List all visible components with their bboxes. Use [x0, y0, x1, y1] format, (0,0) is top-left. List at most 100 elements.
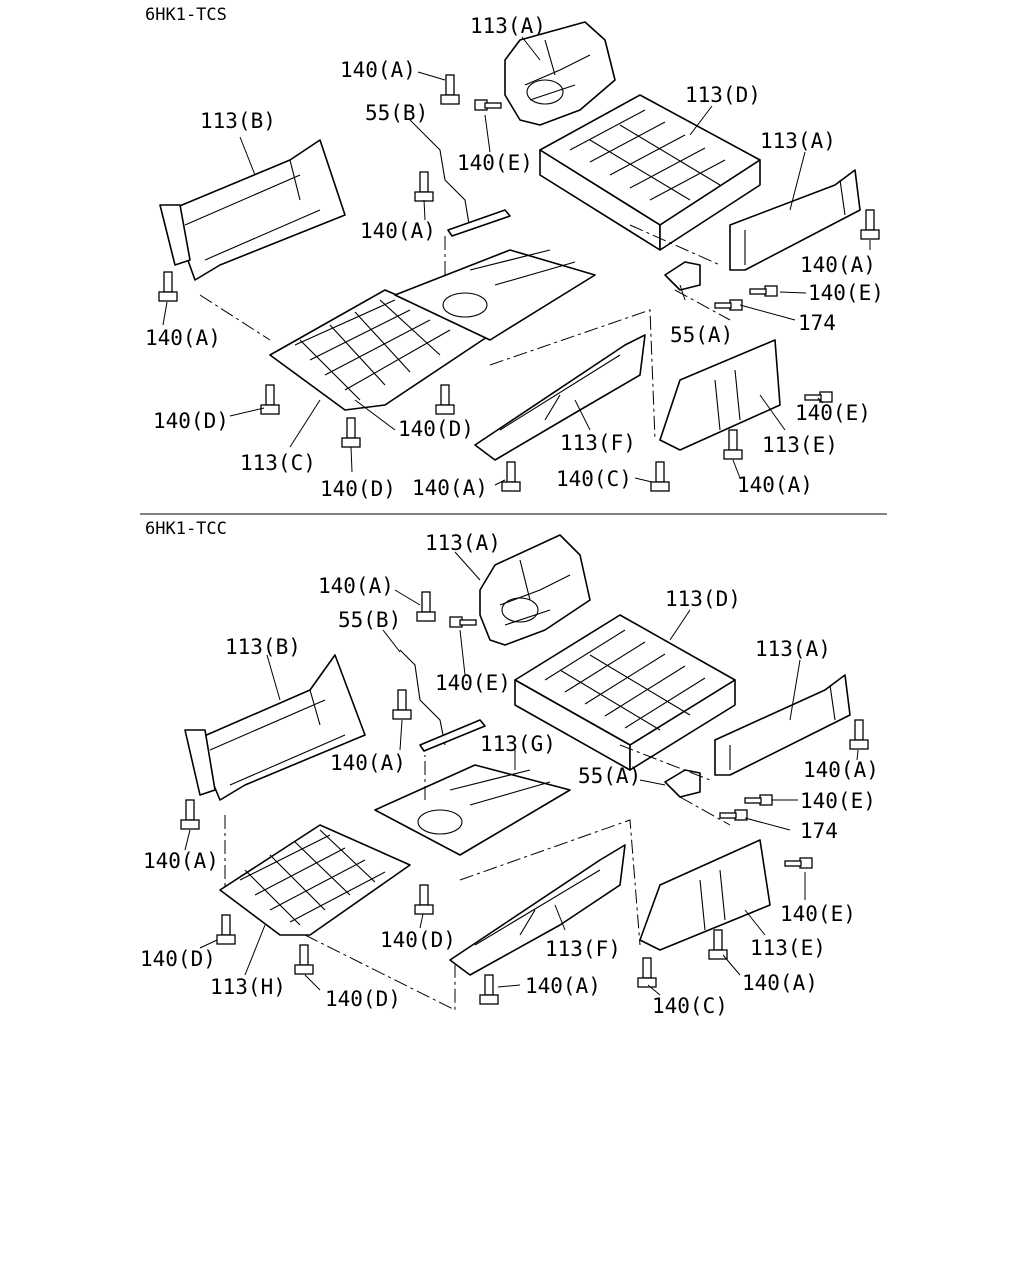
part-55a-tcs: [664, 261, 701, 291]
callout-55a: 55(A): [578, 764, 641, 788]
callout-113a-right: 113(A): [755, 637, 831, 661]
bolt-icon: [637, 957, 657, 988]
callout-140e-low: 140(E): [795, 401, 871, 425]
callout-113f: 113(F): [560, 431, 636, 455]
callout-174: 174: [800, 819, 838, 843]
callout-55a: 55(A): [670, 323, 733, 347]
assembly-line-tcs-5: [674, 289, 731, 321]
callout-140d-center: 140(D): [398, 417, 474, 441]
part-113a-top-tcs: [504, 21, 616, 126]
callout-140a-left: 140(A): [143, 849, 219, 873]
part-113c-tcs: [269, 249, 596, 411]
callout-113e: 113(E): [750, 936, 826, 960]
part-113d-tcc: [514, 614, 736, 771]
part-113e-tcs: [659, 339, 781, 451]
bolt-icon: [392, 689, 412, 720]
bolt-icon: [440, 74, 460, 105]
part-113h-tcc: [219, 824, 411, 936]
callout-140a-top: 140(A): [340, 58, 416, 82]
bolt-icon: [719, 809, 748, 821]
bolt-icon: [449, 616, 477, 628]
leader-lines-tcs: [162, 36, 871, 486]
callout-140a-top: 140(A): [318, 574, 394, 598]
bolt-icon: [723, 429, 743, 460]
part-113a-top-tcc: [479, 534, 591, 646]
bolts-tcc: [180, 591, 869, 1005]
bolt-icon: [414, 884, 434, 915]
callout-113b: 113(B): [200, 109, 276, 133]
part-113b-tcs: [159, 139, 346, 281]
assembly-line-tcc-5: [619, 744, 711, 781]
part-113a-right-tcc: [714, 674, 851, 776]
callout-140c: 140(C): [652, 994, 728, 1018]
callout-55b: 55(B): [365, 101, 428, 125]
assembly-line-tcs-1: [199, 294, 271, 341]
callout-113h: 113(H): [210, 975, 286, 999]
part-113f-tcc: [449, 844, 626, 976]
callout-140d-bottom: 140(D): [320, 477, 396, 501]
part-113b-tcc: [184, 654, 366, 801]
callout-174: 174: [798, 311, 836, 335]
callout-113d: 113(D): [665, 587, 741, 611]
bolt-icon: [294, 944, 314, 975]
callout-140d-center: 140(D): [380, 928, 456, 952]
bolt-icon: [749, 285, 778, 297]
assembly-line-tcs-3: [489, 309, 656, 441]
leader-lines-tcc: [184, 551, 859, 996]
callout-113c: 113(C): [240, 451, 316, 475]
section-title-tcs: 6HK1-TCS: [145, 5, 227, 25]
bolt-icon: [216, 914, 236, 945]
section-tcs: 6HK1-TCS: [145, 5, 884, 501]
bolt-icon: [744, 794, 773, 806]
callout-140e-right: 140(E): [808, 281, 884, 305]
callout-140e-top: 140(E): [457, 151, 533, 175]
assembly-line-tcc-4: [304, 934, 456, 1011]
callout-140a-mid: 140(A): [330, 751, 406, 775]
callout-140a-bottom: 140(A): [412, 476, 488, 500]
callout-140d-bottom: 140(D): [325, 987, 401, 1011]
callout-140a-right: 140(A): [803, 758, 879, 782]
bolt-icon: [501, 461, 521, 492]
callout-113b: 113(B): [225, 635, 301, 659]
callout-140c: 140(C): [556, 467, 632, 491]
assembly-line-tcc-6: [679, 796, 731, 826]
part-113f-tcs: [474, 334, 646, 461]
callout-140a-bottom: 140(A): [525, 974, 601, 998]
callout-113a-right: 113(A): [760, 129, 836, 153]
callout-140e-low: 140(E): [780, 902, 856, 926]
assembly-line-tcs-4: [629, 224, 721, 266]
part-55b-tcc: [399, 649, 486, 752]
callout-55b: 55(B): [338, 608, 401, 632]
callout-113f: 113(F): [545, 937, 621, 961]
callout-140a-right: 140(A): [800, 253, 876, 277]
assembly-line-tcc-3: [459, 819, 641, 946]
section-tcc: 6HK1-TCC: [140, 519, 879, 1018]
bolt-icon: [435, 384, 455, 415]
callout-113e: 113(E): [762, 433, 838, 457]
callout-140e-top: 140(E): [435, 671, 511, 695]
bolts-tcs: [158, 74, 880, 492]
section-title-tcc: 6HK1-TCC: [145, 519, 227, 539]
callout-140a-left: 140(A): [145, 326, 221, 350]
bolt-icon: [158, 271, 178, 302]
callout-140e-right: 140(E): [800, 789, 876, 813]
callout-140d-left: 140(D): [153, 409, 229, 433]
bolt-icon: [860, 209, 880, 240]
bolt-icon: [180, 799, 200, 830]
bolt-icon: [260, 384, 280, 415]
bolt-icon: [708, 929, 728, 960]
bolt-icon: [474, 99, 502, 111]
bolt-icon: [714, 299, 743, 311]
callout-140a-br: 140(A): [742, 971, 818, 995]
callout-113a-top: 113(A): [470, 14, 546, 38]
bolt-icon: [849, 719, 869, 750]
part-55b-tcs: [424, 134, 511, 237]
bolt-icon: [416, 591, 436, 622]
callout-113g: 113(G): [480, 732, 556, 756]
part-113a-right-tcs: [729, 169, 861, 271]
part-113e-tcc: [639, 839, 771, 951]
callout-113a-top: 113(A): [425, 531, 501, 555]
bolt-icon: [414, 171, 434, 202]
callout-140a-br: 140(A): [737, 473, 813, 497]
